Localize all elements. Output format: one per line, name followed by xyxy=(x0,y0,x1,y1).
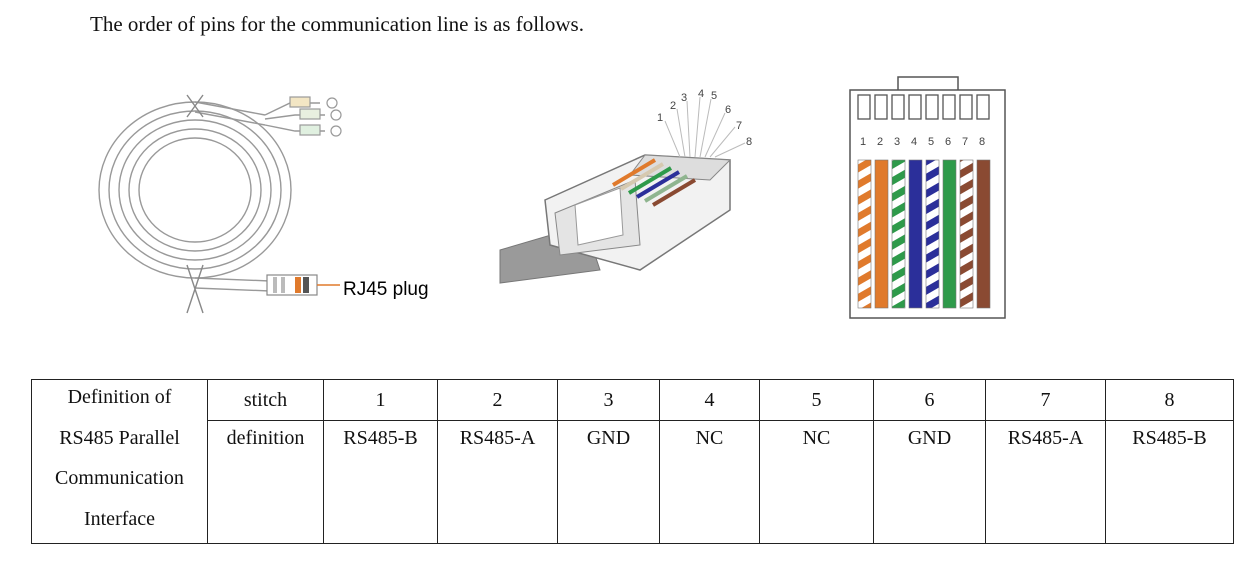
definition-pin-6-text: GND xyxy=(907,427,952,449)
intro-text: The order of pins for the communication … xyxy=(90,12,584,36)
definition-label-text: definition xyxy=(226,427,305,449)
pinout-number-7: 7 xyxy=(962,136,968,148)
definition-pin-5-text: NC xyxy=(802,427,831,449)
definition-label: definition xyxy=(207,420,324,544)
definition-pin-1-text: RS485-B xyxy=(343,427,418,449)
header-pin-5: 5 xyxy=(759,379,874,421)
pinout-number-6: 6 xyxy=(945,136,951,148)
connector-pin-8: 8 xyxy=(746,136,752,148)
definition-pin-7: RS485-A xyxy=(985,420,1106,544)
row-label-line: RS485 Parallel xyxy=(59,426,180,449)
header-pin-1: 1 xyxy=(323,379,438,421)
definition-pin-5: NC xyxy=(759,420,874,544)
pinout-number-8: 8 xyxy=(979,136,985,148)
header-pin-4: 4 xyxy=(659,379,760,421)
pinout-number-4: 4 xyxy=(911,136,917,148)
connector-pin-1: 1 xyxy=(657,112,663,124)
pinout-number-2: 2 xyxy=(877,136,883,148)
definition-pin-2-text: RS485-A xyxy=(459,427,536,449)
connector-pin-5: 5 xyxy=(711,90,717,102)
definition-pin-1: RS485-B xyxy=(323,420,438,544)
table-row: Definition of RS485 Parallel Communicati… xyxy=(31,379,1234,544)
definition-pin-8: RS485-B xyxy=(1105,420,1234,544)
row-label-line: Definition of xyxy=(67,386,172,408)
pinout-number-1: 1 xyxy=(860,136,866,148)
coiled-cable-illustration: RJ45 plug xyxy=(98,94,429,314)
connector-pin-2: 2 xyxy=(670,100,676,112)
row-label-line: Communication xyxy=(55,467,184,489)
connector-pin-4: 4 xyxy=(698,88,704,100)
header-pin-6: 6 xyxy=(873,379,986,421)
definition-pin-3-text: GND xyxy=(586,427,631,449)
pinout-number-3: 3 xyxy=(894,136,900,148)
rj45-pinout-diagram: 1 2 3 4 5 6 7 8 xyxy=(849,76,1006,319)
definition-pin-6: GND xyxy=(873,420,986,544)
row-label-cell: Definition of RS485 Parallel Communicati… xyxy=(31,379,208,544)
definition-pin-7-text: RS485-A xyxy=(1007,427,1084,449)
table-row: definition RS485-B RS485-A GND NC NC GND… xyxy=(32,420,1234,544)
header-stitch: stitch xyxy=(207,379,324,421)
definition-pin-3: GND xyxy=(557,420,660,544)
pinout-numbers: 1 2 3 4 5 6 7 8 xyxy=(860,136,985,148)
connector-pin-3: 3 xyxy=(681,92,687,104)
connector-pin-6: 6 xyxy=(725,104,731,116)
header-pin-2: 2 xyxy=(437,379,558,421)
rj45-plug-label: RJ45 plug xyxy=(343,279,429,300)
connector-pin-7: 7 xyxy=(736,120,742,132)
connector-pin-numbers: 1 2 3 4 5 6 7 8 xyxy=(657,88,752,148)
definition-pin-4-text: NC xyxy=(695,427,724,449)
rs485-pin-definition-table: Definition of RS485 Parallel Communicati… xyxy=(31,379,1234,544)
header-pin-8: 8 xyxy=(1105,379,1234,421)
definition-pin-8-text: RS485-B xyxy=(1132,427,1207,449)
pinout-number-5: 5 xyxy=(928,136,934,148)
definition-pin-4: NC xyxy=(659,420,760,544)
header-pin-3: 3 xyxy=(557,379,660,421)
rj45-connector-illustration: 1 2 3 4 5 6 7 8 xyxy=(499,88,752,284)
row-label-line: Interface xyxy=(83,507,156,530)
header-pin-7: 7 xyxy=(985,379,1106,421)
definition-pin-2: RS485-A xyxy=(437,420,558,544)
